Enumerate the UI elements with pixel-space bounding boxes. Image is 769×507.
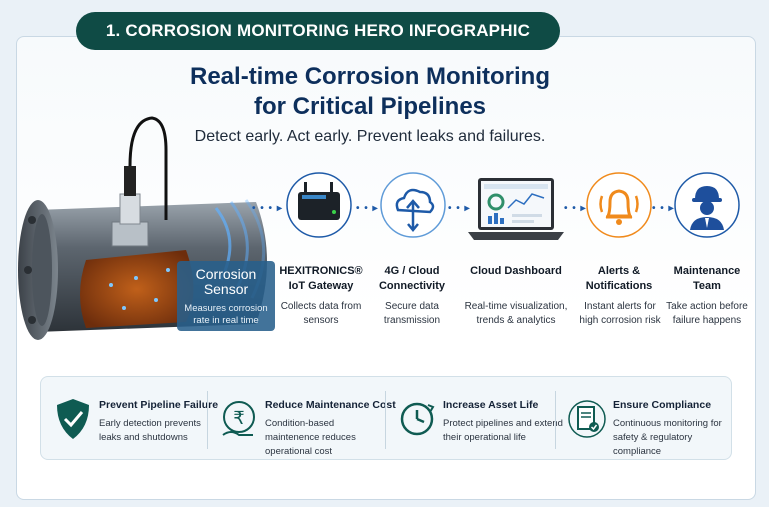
headline-line-2: for Critical Pipelines [253, 93, 487, 120]
step-desc-maintenance: Take action before failure happens [666, 301, 748, 326]
svg-text:₹: ₹ [233, 408, 244, 429]
benefit-title: Increase Asset Life [443, 399, 539, 411]
benefit-divider [385, 391, 386, 449]
step-title-alerts: Alerts & Notifications [585, 265, 653, 292]
benefit-divider [555, 391, 556, 449]
benefit-item: ₹ Reduce Maintenance Cost Condition-base… [213, 389, 396, 457]
flow-arrow: • • ▸ [448, 203, 471, 214]
cloud-upload-icon [380, 172, 446, 238]
step-title-maintenance: Maintenance Team [673, 265, 741, 292]
benefit-description: Continuous monitoring for safety & regul… [613, 418, 722, 457]
benefit-item: Ensure Compliance Continuous monitoring … [561, 389, 731, 457]
benefit-item: Prevent Pipeline Failure Early detection… [47, 389, 218, 449]
worker-helmet-icon [674, 172, 740, 238]
pipe-illustration [18, 116, 267, 340]
sensor-description: Measures corrosion rate in real time [184, 303, 268, 326]
step-desc-gateway: Collects data from sensors [280, 301, 362, 326]
laptop-dashboard-icon [468, 178, 564, 240]
step-title-dashboard: Cloud Dashboard [470, 265, 562, 277]
benefit-title: Reduce Maintenance Cost [265, 399, 396, 411]
flow-arrow: • • ▸ [564, 203, 587, 214]
benefit-description: Protect pipelines and extend their opera… [443, 418, 563, 443]
benefit-title: Ensure Compliance [613, 399, 712, 411]
clock-cycle-icon [400, 402, 435, 436]
shield-check-icon [57, 399, 89, 439]
document-check-icon [568, 400, 606, 438]
benefit-title: Prevent Pipeline Failure [99, 399, 219, 411]
flow-arrow: • • • ▸ [252, 203, 283, 214]
step-desc-alerts: Instant alerts for high corrosion risk [579, 301, 661, 326]
corrosion-sensor-callout: Corrosion Sensor Measures corrosion rate… [177, 261, 275, 331]
section-banner: 1. CORROSION MONITORING HERO INFOGRAPHIC [76, 12, 560, 50]
page-title: Real-time Corrosion Monitoring for Criti… [160, 62, 580, 122]
alarm-bell-icon [586, 172, 652, 238]
step-desc-dashboard: Real-time visualization, trends & analyt… [464, 301, 568, 326]
rupee-hand-icon: ₹ [222, 401, 255, 436]
iot-gateway-icon [286, 172, 352, 238]
sensor-title: Corrosion Sensor [195, 266, 257, 297]
benefit-item: Increase Asset Life Protect pipelines an… [391, 389, 563, 449]
benefit-divider [207, 391, 208, 449]
benefits-panel: Prevent Pipeline Failure Early detection… [40, 376, 732, 460]
step-desc-connectivity: Secure data transmission [383, 301, 441, 326]
flow-arrow: • • ▸ [356, 203, 379, 214]
headline-line-1: Real-time Corrosion Monitoring [190, 63, 550, 90]
step-title-gateway: HEXITRONICS® IoT Gateway [279, 265, 363, 292]
flow-arrow: • • ▸ [652, 203, 675, 214]
step-title-connectivity: 4G / Cloud Connectivity [378, 265, 445, 292]
page-subtitle: Detect early. Act early. Prevent leaks a… [194, 128, 546, 145]
benefit-description: Early detection prevents leaks and shutd… [99, 418, 201, 443]
benefit-description: Condition-based maintenence reduces oper… [265, 418, 356, 457]
